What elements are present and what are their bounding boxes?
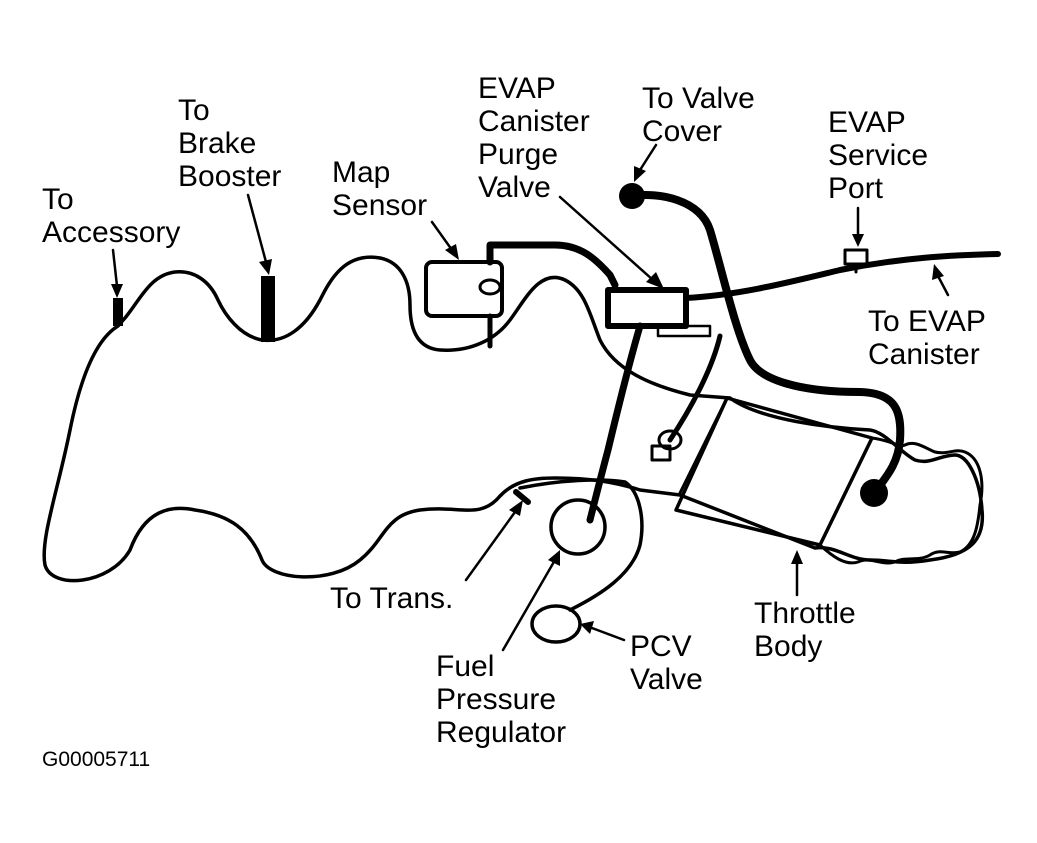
leader-valve-cover [638,143,658,172]
arrowhead-evap-canister [932,264,944,280]
label-to-trans-line-1: To Trans. [330,582,454,615]
arrowhead-map-sensor [445,244,459,260]
label-throttle-body-line-2: Body [754,630,823,663]
label-throttle-body-line-1: Throttle [754,597,856,630]
label-to-evap-canister: To EVAP Canister [868,305,986,371]
label-pcv-valve-line-1: PCV [630,630,692,663]
valve-cover-hose [628,191,905,496]
label-evap-service-port-line-1: EVAP [828,106,906,139]
purge-to-regulator-hose [586,322,644,524]
arrowhead-valve-cover [634,166,646,182]
label-evap-purge-valve-line-3: Purge [478,138,559,171]
arrowhead-to-brake-booster [259,259,272,275]
label-evap-purge-valve-line-1: EVAP [478,72,556,105]
throttle-body-hose-end [860,479,888,507]
throttle-body [674,396,874,547]
leader-purge-valve [558,195,655,282]
label-to-brake-booster-line-3: Booster [178,160,282,193]
leader-lines [111,143,950,652]
label-to-accessory-line-2: Accessory [42,216,181,249]
map-sensor-body [424,260,504,318]
label-fuel-pressure-regulator-line-1: Fuel [436,650,495,683]
arrowhead-fuel-regulator [548,550,560,566]
label-map-sensor: Map Sensor [332,156,427,222]
label-pcv-valve: PCV Valve [630,630,703,696]
label-evap-service-port: EVAP Service Port [828,106,928,205]
label-fuel-pressure-regulator-line-3: Regulator [436,716,567,749]
arrowhead-to-trans [509,500,523,516]
label-to-brake-booster-line-1: To [178,94,210,127]
label-to-accessory: To Accessory [42,183,180,249]
label-to-valve-cover-line-1: To Valve [642,82,755,115]
arrowhead-service-port [852,234,864,247]
pcv-hose-connector [650,444,672,462]
figure-code: G00005711 [42,748,151,771]
pcv-hose [667,333,723,443]
accessory-port [113,298,123,326]
label-evap-purge-valve-line-4: Valve [478,171,551,204]
throttle-body-ridges [818,436,984,565]
label-evap-purge-valve-line-2: Canister [478,105,590,138]
label-fuel-pressure-regulator: Fuel Pressure Regulator [436,650,566,749]
leader-to-trans [464,510,517,582]
leader-to-brake-booster [246,193,268,264]
map-sensor-hose [486,241,619,289]
label-fuel-pressure-regulator-line-2: Pressure [436,683,557,716]
trans-port [513,489,531,505]
evap-purge-valve-connector [656,324,712,338]
evap-service-port [843,248,869,266]
arrowhead-to-accessory [111,284,123,298]
label-throttle-body: Throttle Body [754,597,856,663]
label-map-sensor-line-2: Sensor [332,189,428,222]
leader-fuel-regulator [501,558,557,652]
throttle-body-edge [678,396,729,495]
leader-map-sensor [430,220,454,252]
label-pcv-valve-line-2: Valve [630,663,703,696]
label-evap-service-port-line-2: Service [828,139,929,172]
arrowhead-purge-valve [646,272,664,289]
leader-pcv-valve [590,626,626,642]
label-to-accessory-line-1: To [42,183,74,216]
leader-to-accessory [111,248,119,288]
label-to-brake-booster-line-2: Brake [178,127,257,160]
label-to-evap-canister-line-2: Canister [868,338,980,371]
label-to-valve-cover-line-2: Cover [642,115,723,148]
pcv-line-lower [518,478,644,612]
intake-manifold-outline [42,255,985,583]
evap-purge-valve-body [605,287,689,329]
label-evap-purge-valve: EVAP Canister Purge Valve [478,72,590,204]
pcv-valve [530,604,582,644]
leader-evap-canister [936,274,950,297]
label-to-evap-canister-line-1: To EVAP [868,305,986,338]
evap-canister-hose [683,251,1001,301]
label-map-sensor-line-1: Map [332,156,391,189]
brake-booster-port [261,276,275,342]
label-to-trans: To Trans. [330,582,453,615]
label-evap-service-port-line-3: Port [828,172,884,205]
fuel-pressure-regulator [549,498,607,556]
label-to-brake-booster: To Brake Booster [178,94,281,193]
label-to-valve-cover: To Valve Cover [642,82,755,148]
map-sensor-port [478,278,502,296]
arrowhead-pcv-valve [580,621,594,634]
arrowhead-throttle-body [791,550,803,564]
